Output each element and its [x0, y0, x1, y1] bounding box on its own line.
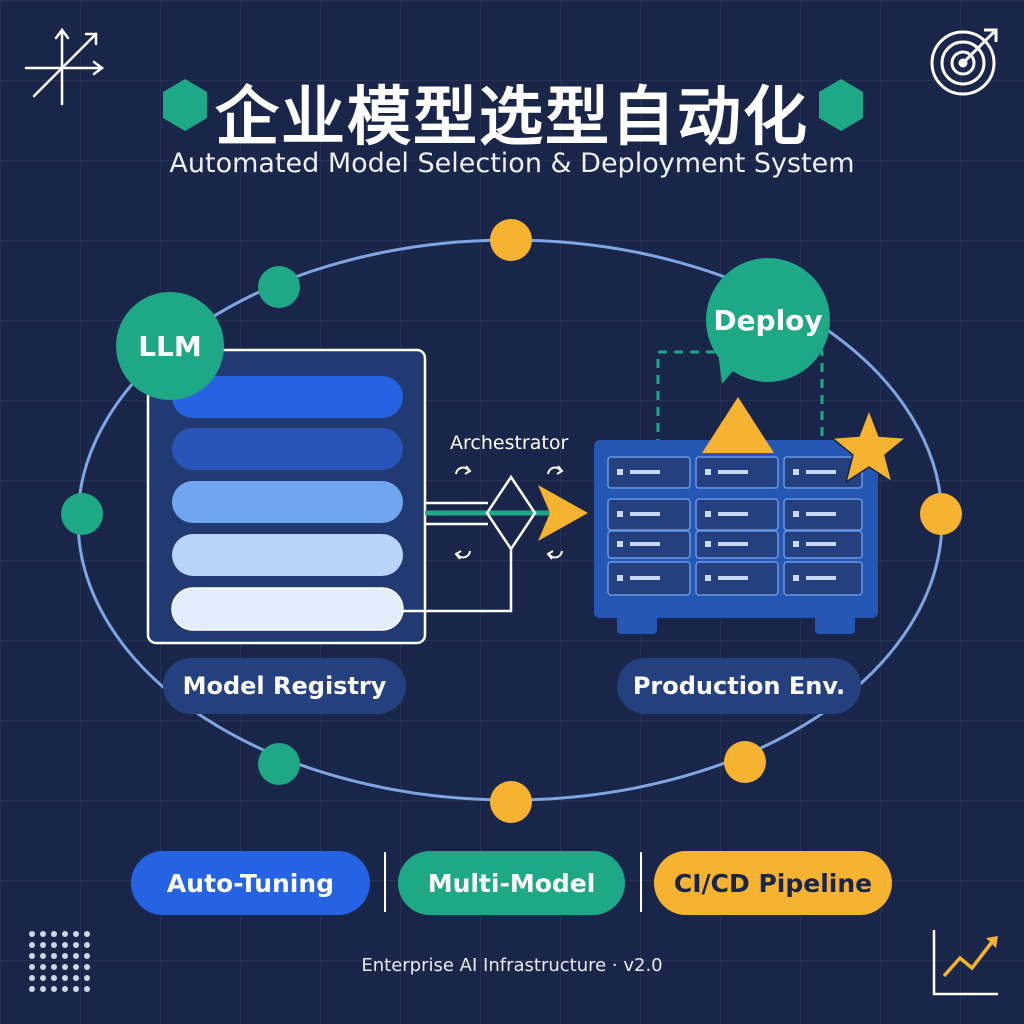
hexagon-left-icon — [163, 79, 207, 131]
star-icon — [830, 407, 908, 484]
orchestrator-diamond — [485, 474, 537, 552]
orbit-node — [490, 781, 532, 823]
footer-text: Enterprise AI Infrastructure · v2.0 — [361, 955, 663, 976]
axis-icon — [24, 27, 105, 106]
feature-pill-auto-tuning: Auto-Tuning — [131, 851, 370, 915]
orchestrator-label: Archestrator — [450, 432, 569, 454]
registry-layer — [171, 587, 404, 631]
deploy-badge — [706, 258, 830, 384]
llm-badge — [116, 292, 224, 400]
trend-chart-icon — [932, 930, 998, 996]
model-registry-panel — [146, 348, 427, 645]
registry-layer — [172, 481, 403, 523]
target-icon — [930, 28, 998, 96]
registry-layer — [172, 534, 403, 576]
production-env-label: Production Env. — [617, 658, 861, 714]
dots-grid-icon — [29, 931, 90, 992]
orbit-node — [920, 493, 962, 535]
orbit-node — [258, 266, 300, 308]
cycle-arrow-icon — [454, 465, 564, 560]
feature-pill-multi-model: Multi-Model — [398, 851, 625, 915]
orbit-nodes — [61, 219, 962, 823]
orchestrator-connectors — [403, 501, 513, 613]
flow-arrow-head — [538, 485, 588, 541]
page-subtitle: Automated Model Selection & Deployment S… — [169, 148, 855, 179]
model-registry-label: Model Registry — [163, 658, 406, 714]
orbit-node — [490, 219, 532, 261]
hexagon-right-icon — [819, 79, 863, 131]
triangle-icon — [702, 397, 774, 453]
orbit-node — [724, 741, 766, 783]
deploy-badge-label: Deploy — [713, 304, 823, 337]
llm-badge-label: LLM — [138, 330, 202, 363]
server-rack-icon — [594, 440, 878, 634]
orbit-node — [61, 493, 103, 535]
page-title: 企业模型选型自动化 — [215, 81, 809, 155]
feature-pill-cicd-pipeline: CI/CD Pipeline — [654, 851, 892, 915]
orbit-node — [258, 743, 300, 785]
registry-layer — [172, 428, 403, 470]
registry-layer — [172, 376, 403, 418]
